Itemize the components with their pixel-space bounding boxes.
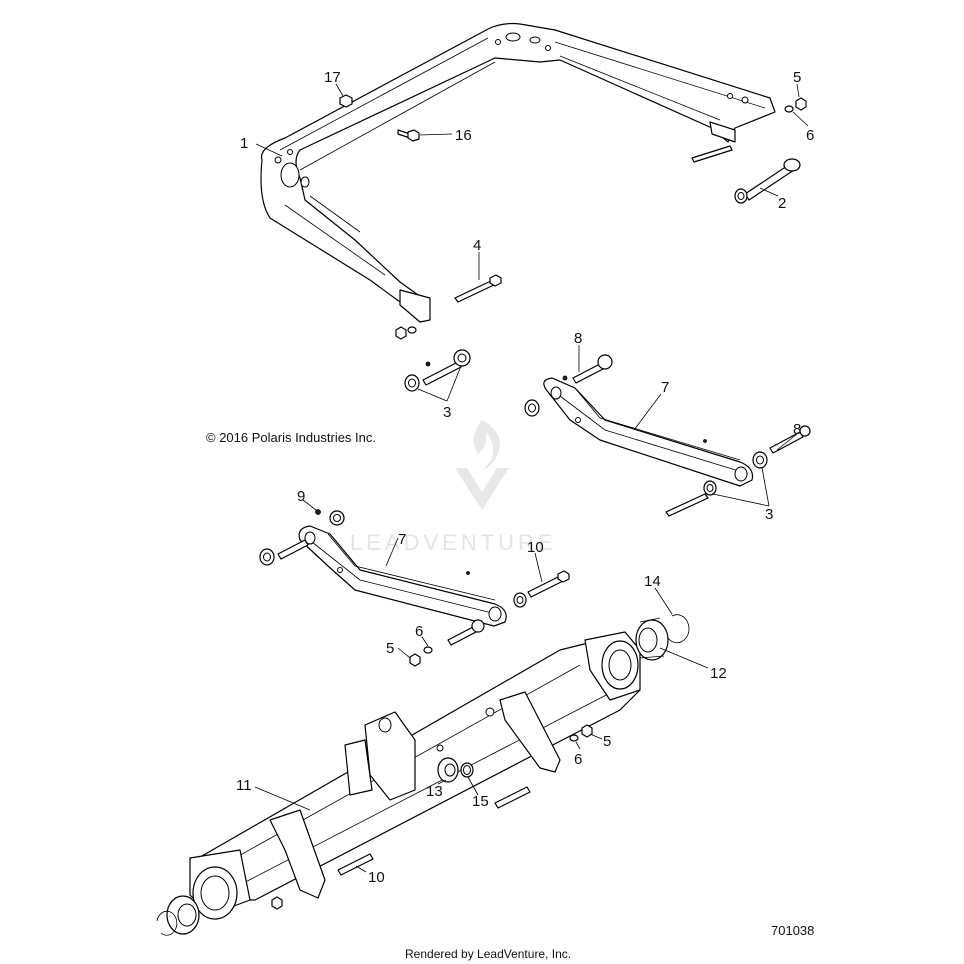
diagram-number: 701038 xyxy=(771,923,814,938)
callout-6c: 6 xyxy=(574,751,582,768)
copyright-notice: © 2016 Polaris Industries Inc. xyxy=(206,430,376,445)
nut-5-top xyxy=(795,97,807,111)
callout-10b: 10 xyxy=(368,869,385,886)
callout-10: 10 xyxy=(527,539,544,556)
callout-5: 5 xyxy=(793,69,801,86)
trailing-arm-part-7-upper xyxy=(524,354,811,517)
leadventure-watermark: LEADVENTURE xyxy=(350,420,557,555)
callout-16: 16 xyxy=(455,127,472,144)
trailing-arm-part-7-lower xyxy=(259,509,570,667)
watermark-text: LEADVENTURE xyxy=(350,530,557,555)
upper-frame-part-1 xyxy=(260,22,776,323)
callout-13: 13 xyxy=(426,783,443,800)
callout-12: 12 xyxy=(710,665,727,682)
bearing-part-12 xyxy=(635,617,669,661)
callout-11: 11 xyxy=(236,777,252,794)
callout-3b: 3 xyxy=(765,506,773,523)
bushing-set-3-left xyxy=(404,349,471,392)
o-ring-part-15 xyxy=(460,762,474,778)
callout-15: 15 xyxy=(472,793,489,810)
callout-6: 6 xyxy=(806,127,814,144)
bearing-lower-left xyxy=(156,895,200,936)
pin-2-assembly xyxy=(734,158,801,204)
callout-2: 2 xyxy=(778,195,786,212)
render-credit: Rendered by LeadVenture, Inc. xyxy=(405,947,571,961)
callout-5b: 5 xyxy=(386,640,394,657)
callout-7b: 7 xyxy=(398,531,406,548)
bolt-frame-rear xyxy=(691,145,733,163)
callout-4: 4 xyxy=(473,237,481,254)
nut-under-frame xyxy=(395,326,407,340)
callout-8: 8 xyxy=(574,330,582,347)
callout-1: 1 xyxy=(240,135,248,152)
callout-6b: 6 xyxy=(415,623,423,640)
callout-9: 9 xyxy=(297,488,305,505)
washer-6-top xyxy=(784,105,794,113)
bushing-part-13 xyxy=(437,757,459,783)
nut-17 xyxy=(339,94,353,108)
callout-3: 3 xyxy=(443,404,451,421)
frame-hardware xyxy=(339,94,807,340)
snap-ring-part-14 xyxy=(667,614,690,644)
callout-labels: 17 5 6 1 16 2 4 8 7 3 8 3 9 7 10 14 6 5 … xyxy=(236,69,814,886)
callout-8b: 8 xyxy=(793,421,801,438)
callout-5c: 5 xyxy=(603,733,611,750)
callout-7: 7 xyxy=(661,379,669,396)
callout-14: 14 xyxy=(644,573,661,590)
axle-housing-part-11 xyxy=(189,631,641,920)
bolt-16 xyxy=(397,129,420,142)
leader-lines xyxy=(254,83,809,873)
callout-17: 17 xyxy=(324,69,341,86)
